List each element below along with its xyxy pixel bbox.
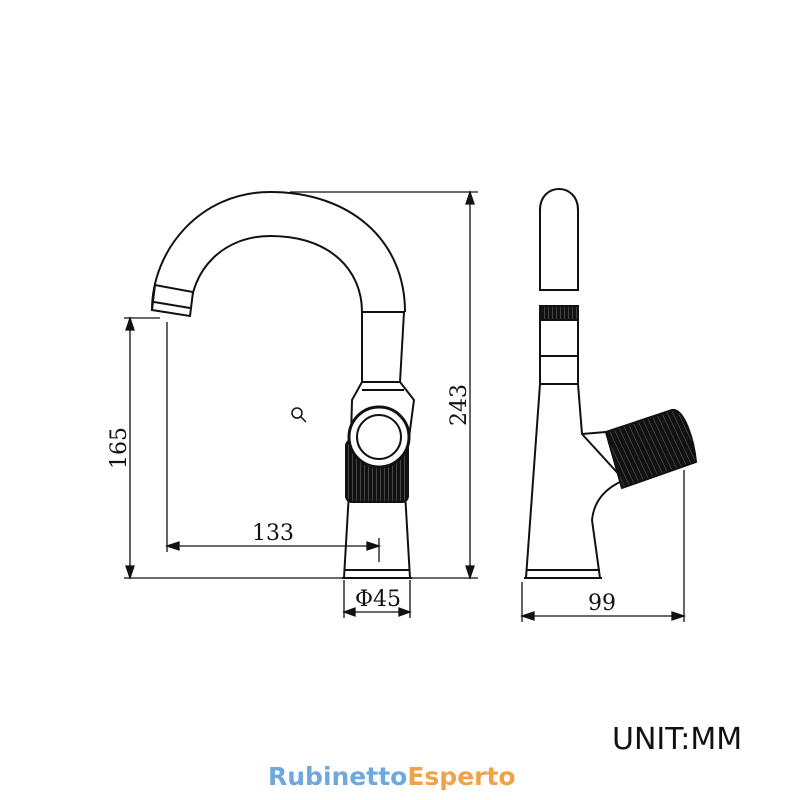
side-spout <box>539 188 579 291</box>
side-dimensions <box>519 470 687 622</box>
dim-spout-height: 165 <box>107 427 132 469</box>
brand-part-2: Esperto <box>407 762 516 791</box>
front-view <box>150 190 416 579</box>
spout-outer-curve <box>151 190 406 313</box>
brand-part-1: Rubinetto <box>268 762 408 791</box>
side-body <box>524 383 626 579</box>
side-view <box>524 188 698 579</box>
dim-spout-reach: 133 <box>252 521 294 546</box>
front-dimensions <box>124 189 478 618</box>
magnifier-icon <box>291 407 307 423</box>
dim-total-height: 243 <box>447 384 472 426</box>
spout-tip <box>150 283 195 318</box>
brand-watermark: RubinettoEsperto <box>268 762 516 791</box>
side-handle-knurl <box>604 409 698 490</box>
dim-depth: 99 <box>588 591 616 616</box>
spout-inner-curve <box>189 234 363 317</box>
handle-knob-inner <box>356 414 402 460</box>
side-aerator <box>539 305 579 321</box>
neck-segment <box>361 311 406 383</box>
unit-label: UNIT:MM <box>612 722 743 757</box>
dim-base-diameter: Φ45 <box>355 587 401 612</box>
